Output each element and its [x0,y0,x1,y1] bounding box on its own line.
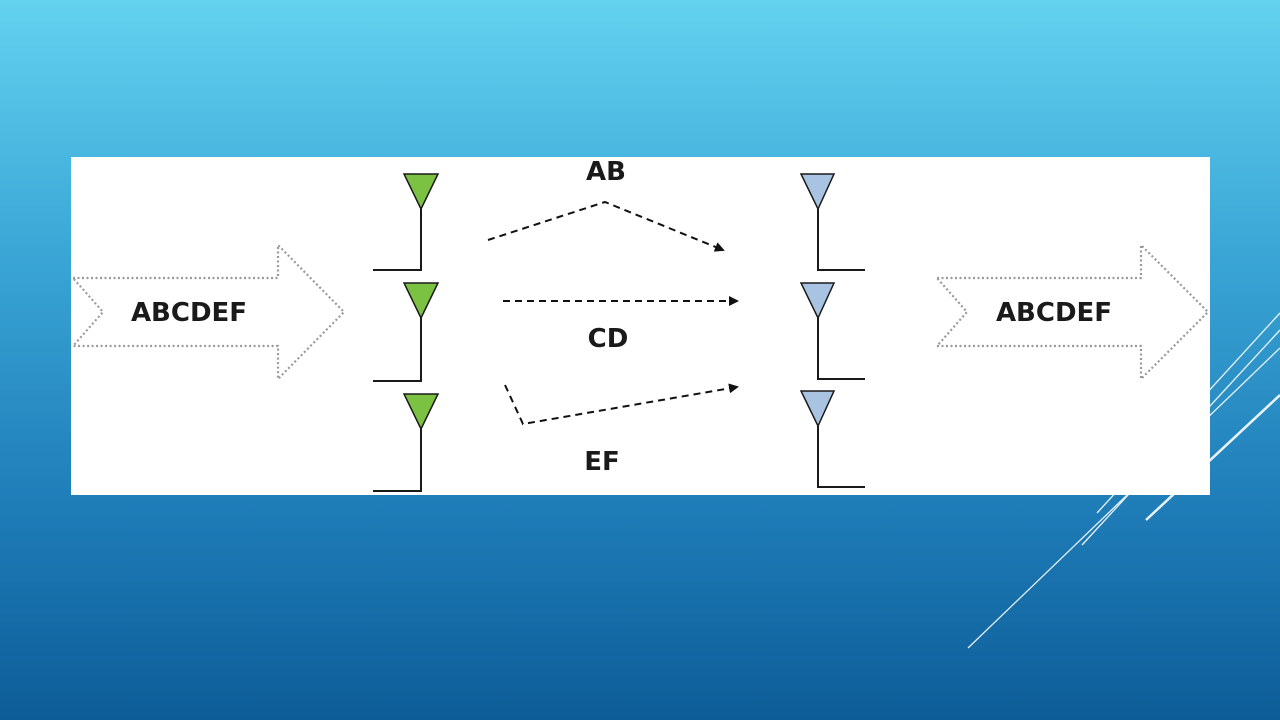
path-ab [487,200,725,252]
stream-label-ef: EF [584,447,620,477]
diagram-panel: ABCDEF ABCDEF [71,157,1210,495]
tx-antenna-array [373,173,440,492]
stream-label-cd: CD [588,324,629,354]
input-arrow-shape [71,242,346,382]
mimo-diagram: ABCDEF ABCDEF [71,157,1210,492]
output-block-arrow: ABCDEF [934,242,1210,382]
output-label: ABCDEF [996,298,1112,328]
stream-label-ab: AB [586,157,626,187]
signal-paths [487,200,739,426]
tx-antenna [373,282,440,382]
deco-line [967,347,1280,649]
rx-antenna [799,282,865,380]
tx-antenna [373,173,440,271]
output-arrow-shape [934,242,1210,382]
rx-antenna [799,390,865,488]
input-block-arrow: ABCDEF [71,242,346,382]
input-label: ABCDEF [131,298,247,328]
tx-antenna [373,393,440,492]
deco-line [1145,394,1280,521]
rx-antenna-array [799,173,865,488]
path-ef [504,383,739,426]
rx-antenna [799,173,865,271]
